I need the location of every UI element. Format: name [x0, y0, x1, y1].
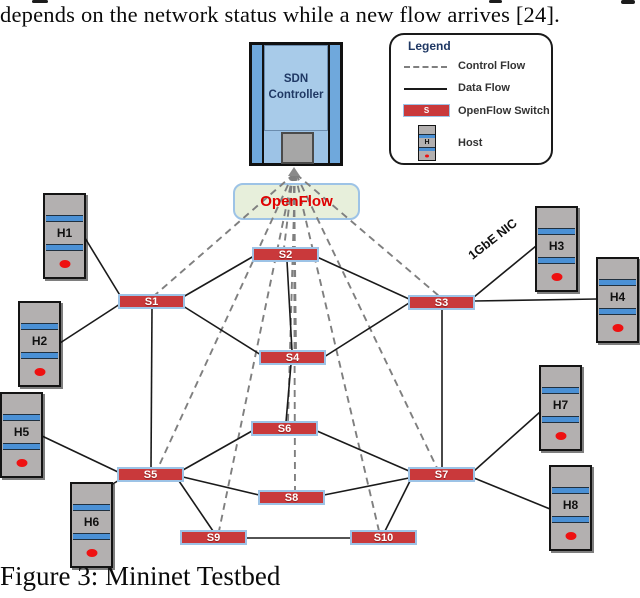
data-link-s7-h8: [473, 477, 551, 510]
clipped-text-fragment: [32, 0, 48, 3]
host-h7: H7: [539, 365, 582, 451]
switch-s7-label: S7: [434, 468, 449, 481]
switch-sample-icon: S: [403, 104, 450, 117]
host-h2-label: H2: [31, 334, 48, 348]
controller-label-line2: Controller: [268, 89, 324, 101]
switch-s3: S3: [408, 295, 475, 310]
control-link-s8: [293, 173, 296, 492]
body-text-line: depends on the network status while a ne…: [0, 2, 560, 27]
switch-s5: S5: [117, 467, 184, 482]
data-link-s3-s4: [323, 302, 410, 358]
switch-s6: S6: [251, 421, 318, 436]
host-h4: H4: [596, 257, 639, 343]
power-led-icon: [86, 549, 97, 557]
controller-port-slot: [281, 132, 314, 164]
legend-title: Legend: [408, 39, 451, 53]
nic-annotation: 1GbE NIC: [465, 215, 520, 263]
host-h2: H2: [18, 301, 61, 387]
legend: Legend Control Flow Data Flow S OpenFlow…: [389, 33, 553, 165]
switch-sample-letter: S: [423, 106, 430, 115]
power-led-icon: [555, 432, 566, 440]
switch-s7: S7: [408, 467, 475, 482]
power-led-icon: [551, 273, 562, 281]
switch-s3-label: S3: [434, 296, 449, 309]
switch-s8-label: S8: [284, 491, 299, 504]
switch-s9-label: S9: [206, 531, 221, 544]
openflow-label: OpenFlow: [260, 193, 333, 210]
data-link-s5-s8: [182, 476, 260, 496]
power-led-icon: [59, 260, 70, 268]
switch-s10-label: S10: [373, 531, 394, 544]
host-h6-label: H6: [83, 515, 100, 529]
power-led-icon: [16, 459, 27, 467]
host-sample-icon: H: [418, 125, 436, 161]
controller-label-line1: SDN: [283, 73, 309, 86]
data-flow-sample-icon: [404, 88, 447, 90]
data-link-s1-s5: [150, 307, 153, 469]
control-flow-arrowhead-icon: [288, 167, 300, 176]
host-h5-label: H5: [13, 425, 30, 439]
controller-side-panel: [328, 45, 340, 163]
data-link-s6-s7: [316, 430, 410, 472]
switch-s4: S4: [259, 350, 326, 365]
controller-label: SDN Controller: [264, 45, 328, 131]
data-link-s2-s3: [316, 256, 410, 300]
legend-switch-label: OpenFlow Switch: [458, 105, 550, 117]
figure-caption: Figure 3: Mininet Testbed: [0, 561, 281, 591]
data-link-h2-s1: [59, 303, 121, 344]
power-led-icon: [34, 368, 45, 376]
switch-s1: S1: [118, 294, 185, 309]
legend-host-label: Host: [458, 137, 483, 149]
switch-s4-label: S4: [285, 351, 300, 364]
switch-s2: S2: [252, 247, 319, 262]
switch-s9: S9: [180, 530, 247, 545]
data-link-s7-h7: [473, 411, 541, 472]
host-h8-label: H8: [562, 498, 579, 512]
host-h8: H8: [549, 465, 592, 551]
controller-side-panel: [252, 45, 264, 163]
host-sample-letter: H: [424, 139, 430, 146]
data-link-s8-s7: [323, 477, 410, 496]
data-link-s10-s7: [384, 480, 411, 532]
host-h1: H1: [43, 193, 86, 279]
switch-s8: S8: [258, 490, 325, 505]
switch-s6-label: S6: [277, 422, 292, 435]
power-led-icon: [565, 532, 576, 540]
host-sample-dot: [425, 154, 429, 157]
host-h7-label: H7: [552, 398, 569, 412]
data-link-s3-h4: [473, 298, 598, 302]
data-link-s1-s2: [182, 255, 255, 298]
data-link-h5-s5: [41, 435, 119, 473]
power-led-icon: [612, 324, 623, 332]
data-link-h1-s1: [84, 237, 122, 298]
data-link-s2-s4: [286, 260, 293, 352]
host-h5: H5: [0, 392, 43, 478]
data-link-s1-s4: [182, 305, 262, 356]
sdn-controller: SDN Controller: [249, 42, 343, 166]
legend-control-flow-label: Control Flow: [458, 60, 526, 72]
data-link-s5-s9: [178, 480, 214, 532]
host-h4-label: H4: [609, 290, 626, 304]
legend-data-flow-label: Data Flow: [458, 82, 510, 94]
host-h1-label: H1: [56, 226, 73, 240]
switch-s2-label: S2: [278, 248, 293, 261]
data-link-s5-s6: [182, 430, 253, 471]
host-h3: H3: [535, 206, 578, 292]
clipped-text-fragment: [489, 0, 502, 3]
switch-s10: S10: [350, 530, 417, 545]
switch-s1-label: S1: [144, 295, 159, 308]
clipped-text-fragment: [621, 0, 635, 4]
host-h3-label: H3: [548, 239, 565, 253]
host-h6: H6: [70, 482, 113, 568]
control-flow-sample-icon: [404, 66, 447, 68]
switch-s5-label: S5: [143, 468, 158, 481]
data-link-s4-s6: [285, 363, 292, 423]
